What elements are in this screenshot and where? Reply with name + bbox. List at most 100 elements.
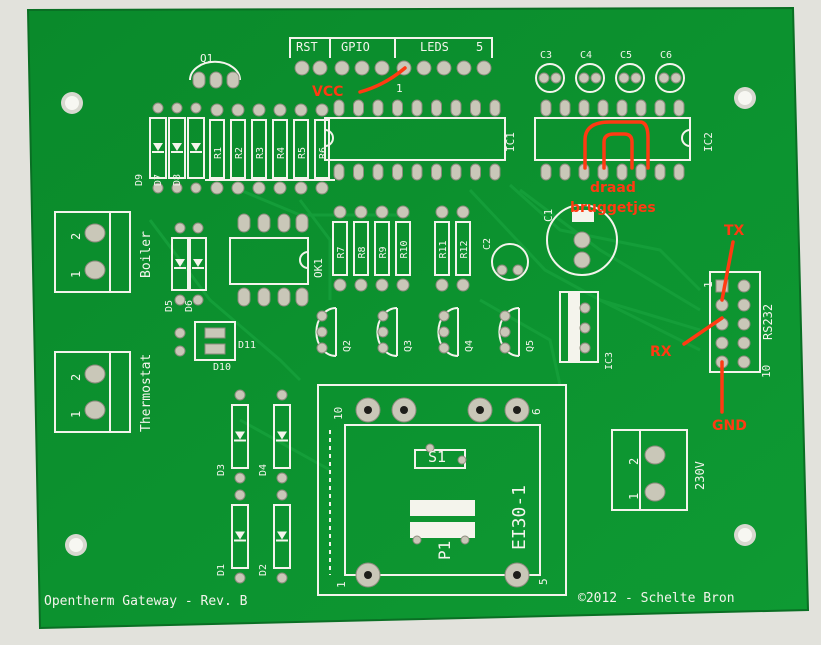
rs232-label: RS232 <box>761 304 775 340</box>
header-leds-label: LEDS <box>420 40 449 54</box>
transistor-q2: Q2 <box>315 307 353 357</box>
ic1-chip: IC1 <box>324 99 517 181</box>
red-annotations: VCC draad bruggetjes TX RX GND <box>312 66 747 434</box>
header-gpio-label: GPIO <box>341 40 370 54</box>
ic1-pin-bottom <box>411 163 423 181</box>
resistor-r2-label: R2 <box>234 147 245 159</box>
thermostat-terminal: 2 1 Thermostat <box>54 351 154 433</box>
resistor-r6-label: R6 <box>318 147 329 159</box>
capacitor-c3-label: C3 <box>540 50 552 61</box>
resistor-r12: R12 <box>455 205 471 292</box>
ic2-pin-bottom <box>635 163 647 181</box>
board-title: Opentherm Gateway - Rev. B <box>44 594 248 609</box>
capacitor-c4: C4 <box>575 50 605 93</box>
rs232-pin1-label: 1 <box>702 281 715 288</box>
resistor-r9-label: R9 <box>378 246 389 258</box>
ic1-pin-top <box>392 99 403 117</box>
diode-d1: D1 <box>216 489 249 584</box>
diode-d6 <box>189 222 207 306</box>
ic2-pin-bottom <box>673 163 685 181</box>
transistor-q3: Q3 <box>376 307 414 357</box>
boiler-pin1: 1 <box>69 271 83 278</box>
ic1-pin-bottom <box>450 163 462 181</box>
ic1-pin-bottom <box>431 163 442 181</box>
resistor-r3: R3 <box>251 103 267 195</box>
ic2-pin-bottom <box>654 163 666 181</box>
tr-pin5: 5 <box>537 578 550 585</box>
vcc-annotation: VCC <box>312 84 343 100</box>
diode-d3: D3 <box>216 389 249 484</box>
transistor-q4: Q4 <box>437 307 475 357</box>
diode-d2: D2 <box>258 489 291 584</box>
d6-label: D6 <box>184 300 195 312</box>
tr-pin10: 10 <box>332 407 345 420</box>
diode-d7: D7 <box>153 102 186 194</box>
diode-bank-mid: D5 D6 D11 D10 <box>164 222 256 373</box>
capacitor-c4-label: C4 <box>580 50 592 61</box>
diode-d9-label: D9 <box>134 174 145 186</box>
bruggetjes-annotation: bruggetjes <box>570 200 656 216</box>
resistor-r1: R1 <box>209 103 225 195</box>
ic1-pin-bottom <box>353 163 364 181</box>
ic2-chip: IC2 <box>534 99 715 181</box>
capacitor-c6-label: C6 <box>660 50 672 61</box>
transformer-ei30: S1 P1 EI30-1 10 6 1 5 <box>317 384 567 596</box>
capacitor-c5: C5 <box>615 50 645 93</box>
capacitor-c6: C6 <box>655 50 685 93</box>
resistor-r7-label: R7 <box>336 246 347 258</box>
capacitors-top: C3 C4 C5 C6 <box>535 50 685 93</box>
transistor-q5: Q5 <box>498 307 536 357</box>
ok1-optocoupler: OK1 <box>229 213 325 307</box>
ei30-label: EI30-1 <box>509 485 530 550</box>
rs232-pin10-label: 10 <box>760 365 773 378</box>
rx-annotation: RX <box>650 344 672 360</box>
d10-label: D10 <box>213 362 231 373</box>
ic2-label: IC2 <box>702 132 715 152</box>
v230-terminal: 2 1 230V <box>611 429 707 511</box>
resistor-r2: R2 <box>230 103 246 195</box>
ic2-pin-top <box>597 99 609 117</box>
diode-d4-label: D4 <box>258 464 269 476</box>
ic1-pin-top <box>470 99 481 117</box>
c1-capacitor: C1 <box>542 204 618 276</box>
ic3-label: IC3 <box>604 352 615 370</box>
diode-d2-label: D2 <box>258 564 269 576</box>
header-rst-label: RST <box>296 40 318 54</box>
rs232-pin <box>737 336 751 350</box>
ic1-pin-top <box>411 99 423 117</box>
ic1-pin-top <box>353 99 364 117</box>
diode-d5 <box>171 222 189 306</box>
ic1-label: IC1 <box>504 132 517 152</box>
resistor-r3-label: R3 <box>255 147 266 159</box>
ic1-pin-top <box>431 99 442 117</box>
thermostat-label: Thermostat <box>139 354 154 432</box>
boiler-terminal: 2 1 Boiler <box>54 211 154 293</box>
diode-d4: D4 <box>258 389 291 484</box>
resistor-r7: R7 <box>332 205 348 292</box>
tx-wire <box>720 240 735 302</box>
ic1-pin-top <box>450 99 462 117</box>
vcc-wire <box>358 66 407 94</box>
diode-d1-label: D1 <box>216 564 227 576</box>
ic1-pin-top <box>333 99 345 117</box>
rs232-pin <box>737 298 751 312</box>
thermostat-pin1: 1 <box>69 411 83 418</box>
ic1-pin-bottom <box>392 163 403 181</box>
ic3-regulator: IC3 <box>559 291 615 370</box>
transistor-q4-label: Q4 <box>464 340 475 352</box>
resistor-r10: R10 <box>395 205 411 292</box>
resistor-r1-label: R1 <box>213 147 224 159</box>
diode-d9: D9 <box>134 102 167 194</box>
resistor-r4: R4 <box>272 103 288 195</box>
resistor-r9: R9 <box>374 205 390 292</box>
c1-label: C1 <box>542 209 555 222</box>
capacitor-c3: C3 <box>535 50 565 93</box>
s1-label: S1 <box>428 448 446 466</box>
d11-label: D11 <box>238 340 256 351</box>
resistor-r11: R11 <box>434 205 450 292</box>
diode-d7-label: D7 <box>153 174 164 186</box>
